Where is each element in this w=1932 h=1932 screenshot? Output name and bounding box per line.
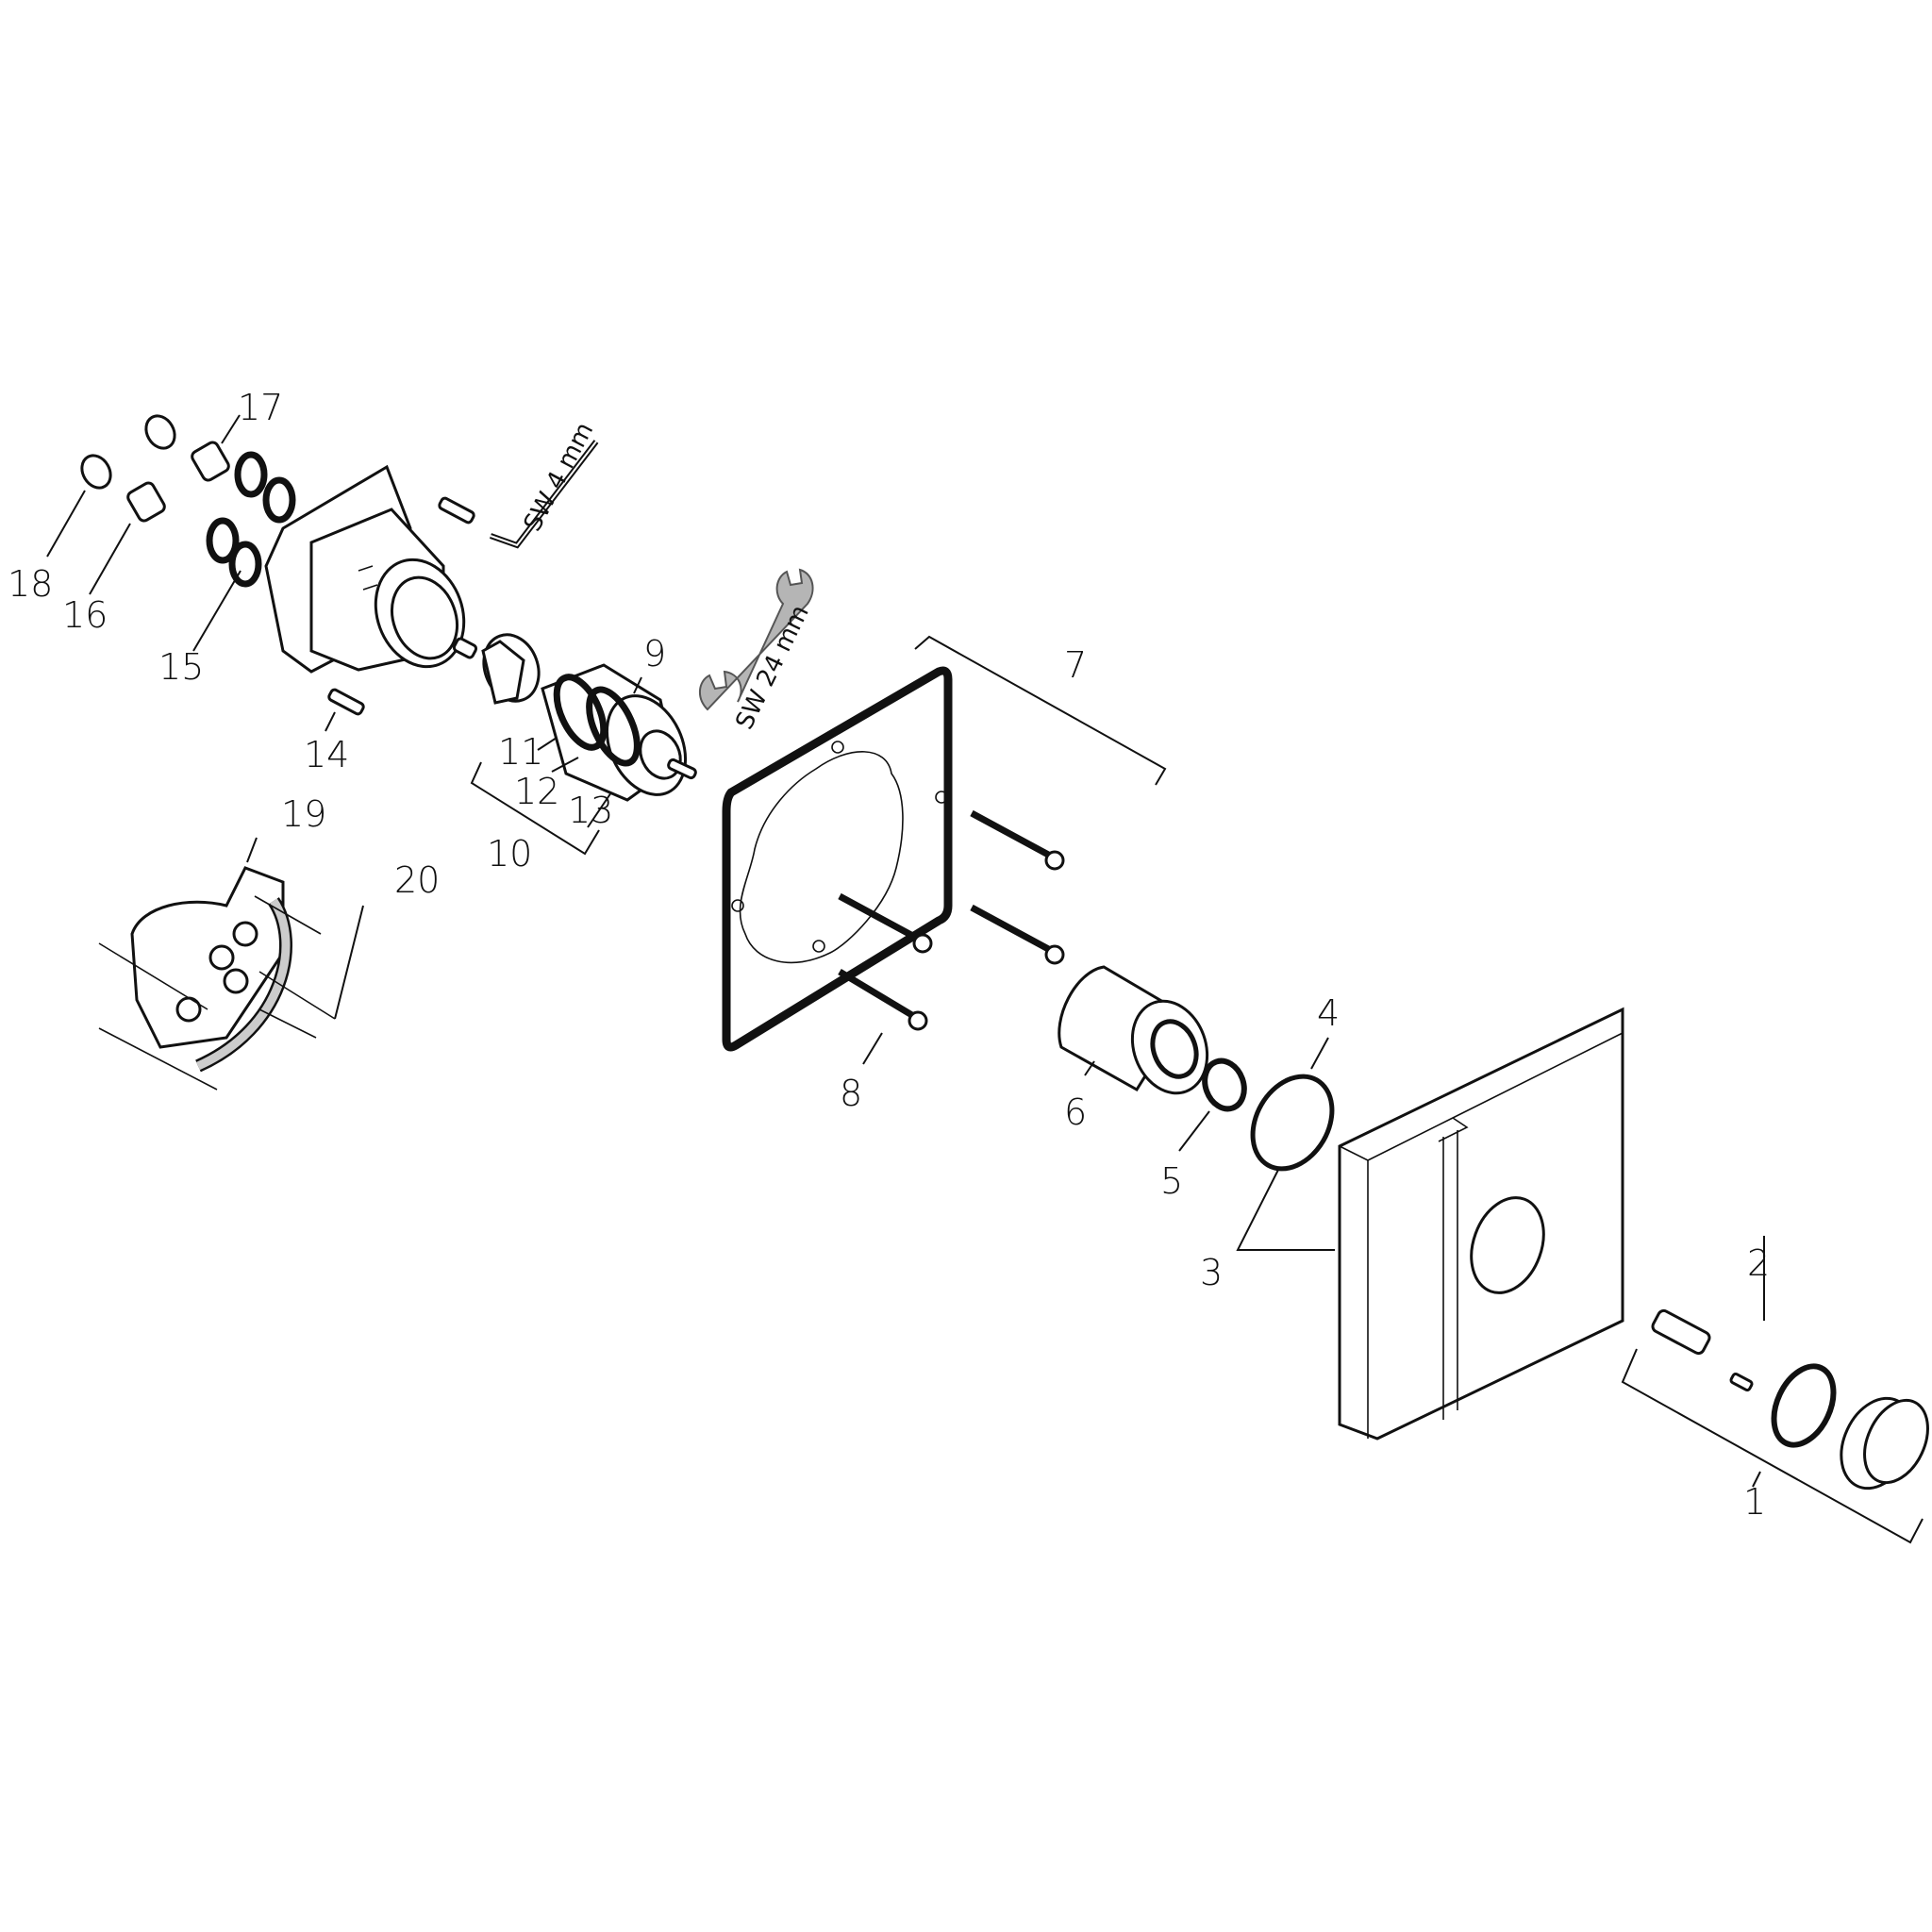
socket-screws xyxy=(327,496,478,716)
callout-3: 3 xyxy=(1200,1252,1223,1293)
callout-10: 10 xyxy=(487,833,532,874)
callout-1: 1 xyxy=(1743,1481,1766,1523)
wrench-label: SW 24 mm xyxy=(730,601,814,734)
cover-plate xyxy=(1338,1007,1624,1441)
plug-caps xyxy=(80,414,176,490)
adapter-sleeve xyxy=(481,633,541,705)
callout-17: 17 xyxy=(238,387,283,428)
callout-12: 12 xyxy=(514,771,559,812)
callout-19: 19 xyxy=(281,793,326,835)
leader-lines xyxy=(46,414,1924,1544)
callout-4: 4 xyxy=(1317,992,1340,1034)
callout-numbers: 1 2 3 4 5 6 7 8 9 10 11 12 13 14 15 16 1… xyxy=(8,387,1770,1523)
callout-18: 18 xyxy=(8,563,53,605)
long-screws xyxy=(838,809,1065,1031)
callout-2: 2 xyxy=(1747,1242,1770,1284)
callout-13: 13 xyxy=(568,790,613,831)
check-valves xyxy=(126,441,230,523)
seal-ring xyxy=(1250,1074,1335,1172)
plaster-guard xyxy=(98,866,336,1091)
handle-set xyxy=(1651,1308,1929,1491)
valve-body xyxy=(264,464,466,674)
callout-6: 6 xyxy=(1064,1091,1087,1133)
callout-8: 8 xyxy=(840,1073,862,1114)
callout-14: 14 xyxy=(304,734,349,775)
callout-9: 9 xyxy=(643,633,666,675)
lock-nut xyxy=(1202,1058,1247,1112)
open-wrench-icon: SW 24 mm xyxy=(699,568,815,734)
cartridge xyxy=(541,663,697,802)
callout-16: 16 xyxy=(62,594,108,636)
o-rings-15 xyxy=(206,451,296,588)
allen-key-label: SW 4 mm xyxy=(519,418,600,536)
callout-20: 20 xyxy=(394,859,440,901)
allen-key-icon: SW 4 mm xyxy=(489,418,600,549)
callout-5: 5 xyxy=(1160,1160,1183,1202)
callout-7: 7 xyxy=(1064,644,1087,686)
sleeve xyxy=(1058,965,1209,1095)
callout-15: 15 xyxy=(158,646,204,688)
mounting-plate xyxy=(722,666,953,1052)
callout-11: 11 xyxy=(498,731,543,773)
